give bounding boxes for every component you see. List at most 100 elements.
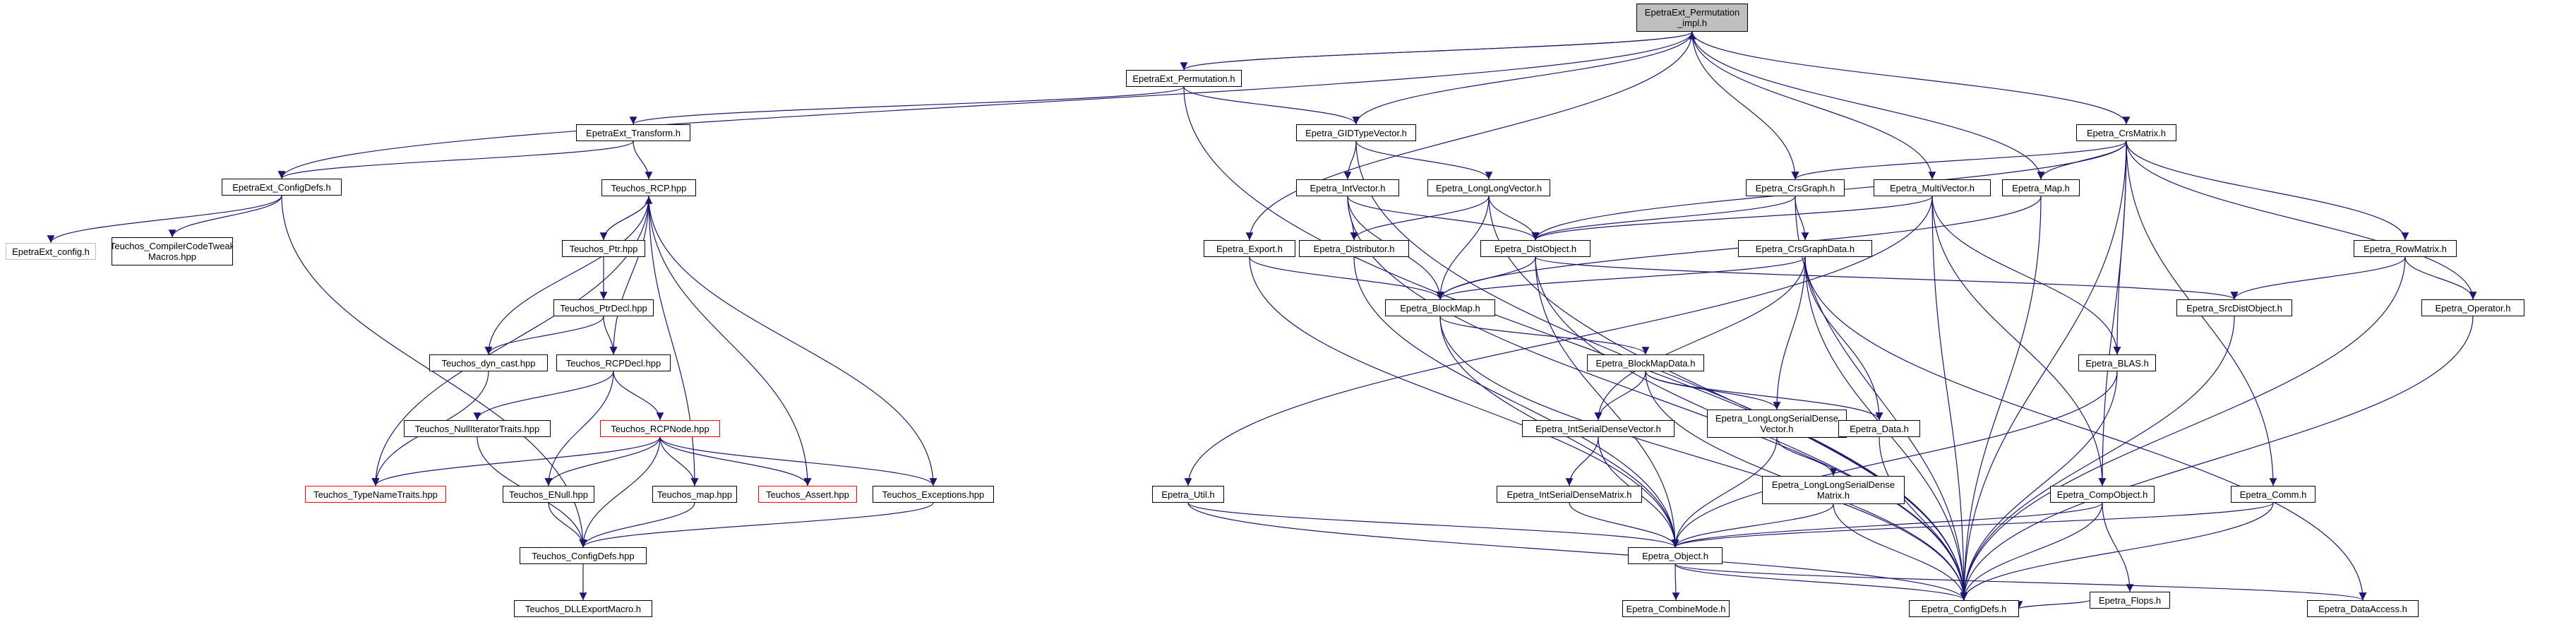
- node-ext-configdefs[interactable]: EpetraExt_ConfigDefs.h: [222, 179, 342, 196]
- edge-perm-impl-to-crsgraph: [1691, 31, 1799, 180]
- edge-blas-to-object: [1671, 371, 2118, 548]
- node-crsgraphdata[interactable]: Epetra_CrsGraphData.h: [1738, 240, 1872, 257]
- node-label: Teuchos_Assert.hpp: [766, 489, 849, 500]
- edge-gidtype-to-intvector: [1343, 141, 1357, 180]
- edge-rowmatrix-to-configdefs: [1960, 256, 2406, 601]
- edge-intsdm-to-object: [1569, 502, 1679, 548]
- edge-crsmatrix-to-operator: [2126, 141, 2477, 300]
- node-crsgraph[interactable]: Epetra_CrsGraph.h: [1746, 179, 1845, 196]
- edge-perm-impl-to-map: [1691, 31, 2045, 180]
- edge-ptr-to-rcp: [603, 196, 653, 241]
- node-rcpdecl[interactable]: Teuchos_RCPDecl.hpp: [556, 354, 671, 371]
- edge-gidtype-to-longlongvector: [1355, 141, 1493, 180]
- edge-intsdv-to-intsdm: [1565, 436, 1599, 486]
- node-data[interactable]: Epetra_Data.h: [1838, 420, 1920, 437]
- node-label: Epetra_LongLongSerialDense: [1771, 479, 1895, 490]
- node-label: Epetra_Operator.h: [2435, 302, 2511, 314]
- node-ptr[interactable]: Teuchos_Ptr.hpp: [562, 240, 645, 257]
- edge-distobject-to-srcdistobject: [1535, 256, 2239, 300]
- node-compobject[interactable]: Epetra_CompObject.h: [2050, 486, 2155, 503]
- node-ext-config[interactable]: EpetraExt_config.h: [6, 243, 96, 260]
- node-dllexport[interactable]: Teuchos_DLLExportMacro.h: [514, 600, 652, 617]
- edge-longlongvector-to-configdefs: [1488, 196, 1968, 601]
- node-dyncast[interactable]: Teuchos_dyn_cast.hpp: [429, 354, 548, 371]
- edge-rcpnode-to-exceptions: [659, 436, 937, 486]
- node-operator[interactable]: Epetra_Operator.h: [2421, 299, 2524, 316]
- node-nulliter[interactable]: Teuchos_NullIteratorTraits.hpp: [404, 420, 551, 437]
- edge-transform-to-ext-configdefs: [277, 141, 634, 179]
- edge-export-to-blockmap: [1249, 256, 1444, 300]
- node-exceptions[interactable]: Teuchos_Exceptions.hpp: [873, 486, 994, 503]
- node-label: Teuchos_dyn_cast.hpp: [441, 357, 536, 369]
- node-blockmapdata[interactable]: Epetra_BlockMapData.h: [1587, 354, 1704, 371]
- node-label: Epetra_LongLongVector.h: [1435, 182, 1542, 193]
- node-label: Epetra_BlockMapData.h: [1595, 357, 1696, 369]
- node-label: Teuchos_PtrDecl.hpp: [560, 302, 647, 314]
- node-intsdm[interactable]: Epetra_IntSerialDenseMatrix.h: [1497, 486, 1642, 503]
- node-label: Epetra_RowMatrix.h: [2364, 243, 2447, 254]
- edge-longlongvector-to-distributor: [1350, 196, 1490, 241]
- node-perm-impl[interactable]: EpetraExt_Permutation_impl.h: [1636, 4, 1748, 32]
- edge-blockmapdata-to-intsdv: [1594, 371, 1646, 421]
- node-map[interactable]: Epetra_Map.h: [2002, 179, 2080, 196]
- node-crsmatrix[interactable]: Epetra_CrsMatrix.h: [2076, 124, 2176, 141]
- node-intvector[interactable]: Epetra_IntVector.h: [1296, 179, 1399, 196]
- node-label: Epetra_BlockMap.h: [1400, 302, 1480, 314]
- node-comm[interactable]: Epetra_Comm.h: [2231, 486, 2316, 503]
- node-rowmatrix[interactable]: Epetra_RowMatrix.h: [2354, 240, 2457, 257]
- node-map-hpp[interactable]: Teuchos_map.hpp: [652, 486, 737, 503]
- edge-util-to-configdefs: [1187, 502, 1968, 601]
- node-multivector[interactable]: Epetra_MultiVector.h: [1874, 179, 1991, 196]
- node-export[interactable]: Epetra_Export.h: [1204, 240, 1295, 257]
- edge-rcp-to-assert: [648, 196, 812, 486]
- edge-compobject-to-flops: [2102, 502, 2134, 592]
- node-label: Epetra_ConfigDefs.h: [1921, 603, 2007, 614]
- edge-crsgraphdata-to-dataaccess: [1804, 256, 2367, 601]
- node-transform[interactable]: EpetraExt_Transform.h: [576, 124, 690, 141]
- edge-srcdistobject-to-configdefs: [1960, 316, 2235, 601]
- node-longlongvector[interactable]: Epetra_LongLongVector.h: [1427, 179, 1550, 196]
- edge-rcp-to-exceptions: [648, 196, 937, 486]
- edge-rcpnode-to-enull: [544, 436, 661, 486]
- node-dataaccess[interactable]: Epetra_DataAccess.h: [2307, 600, 2419, 617]
- edge-ext-configdefs-to-tweak: [168, 195, 282, 238]
- node-rcp[interactable]: Teuchos_RCP.hpp: [601, 179, 696, 196]
- edge-comm-to-object: [1671, 502, 2274, 548]
- node-distributor[interactable]: Epetra_Distributor.h: [1299, 240, 1409, 257]
- edge-multivector-to-distobject: [1531, 196, 1933, 241]
- node-gidtype[interactable]: Epetra_GIDTypeVector.h: [1296, 124, 1416, 141]
- node-label: Epetra_LongLongSerialDense: [1715, 413, 1839, 424]
- node-label: Epetra_Comm.h: [2239, 489, 2307, 500]
- node-ptrdecl[interactable]: Teuchos_PtrDecl.hpp: [553, 299, 654, 316]
- edge-intvector-to-distobject: [1347, 196, 1540, 241]
- node-rcpnode[interactable]: Teuchos_RCPNode.hpp: [600, 420, 720, 437]
- node-typename[interactable]: Teuchos_TypeNameTraits.hpp: [305, 486, 446, 503]
- node-combinemode[interactable]: Epetra_CombineMode.h: [1622, 600, 1730, 617]
- edge-multivector-to-util: [1184, 196, 1933, 486]
- node-enull[interactable]: Teuchos_ENull.hpp: [503, 486, 594, 503]
- node-assert[interactable]: Teuchos_Assert.hpp: [758, 486, 857, 503]
- node-util[interactable]: Epetra_Util.h: [1152, 486, 1224, 503]
- node-label: Epetra_DistObject.h: [1494, 243, 1577, 254]
- edge-operator-to-configdefs: [1960, 316, 2474, 601]
- node-object[interactable]: Epetra_Object.h: [1628, 547, 1723, 564]
- node-flops[interactable]: Epetra_Flops.h: [2090, 592, 2170, 609]
- edge-perm-to-gidtype: [1183, 86, 1360, 125]
- edge-crsmatrix-to-crsgraph: [1791, 141, 2127, 180]
- node-distobject[interactable]: Epetra_DistObject.h: [1480, 240, 1590, 257]
- node-teuchos-configdefs[interactable]: Teuchos_ConfigDefs.hpp: [520, 547, 647, 564]
- edge-blockmapdata-to-data: [1645, 371, 1883, 421]
- node-srcdistobject[interactable]: Epetra_SrcDistObject.h: [2176, 299, 2292, 316]
- edge-crsgraphdata-to-blockmap: [1436, 256, 1806, 300]
- node-blas[interactable]: Epetra_BLAS.h: [2078, 354, 2156, 371]
- node-perm[interactable]: EpetraExt_Permutation.h: [1126, 70, 1242, 87]
- node-intsdv[interactable]: Epetra_IntSerialDenseVector.h: [1522, 420, 1675, 437]
- edge-blockmap-to-blockmapdata: [1439, 316, 1650, 355]
- node-configdefs[interactable]: Epetra_ConfigDefs.h: [1909, 600, 2019, 617]
- node-blockmap[interactable]: Epetra_BlockMap.h: [1385, 299, 1495, 316]
- edge-util-to-object: [1187, 502, 1679, 548]
- node-label: Epetra_Export.h: [1216, 243, 1283, 254]
